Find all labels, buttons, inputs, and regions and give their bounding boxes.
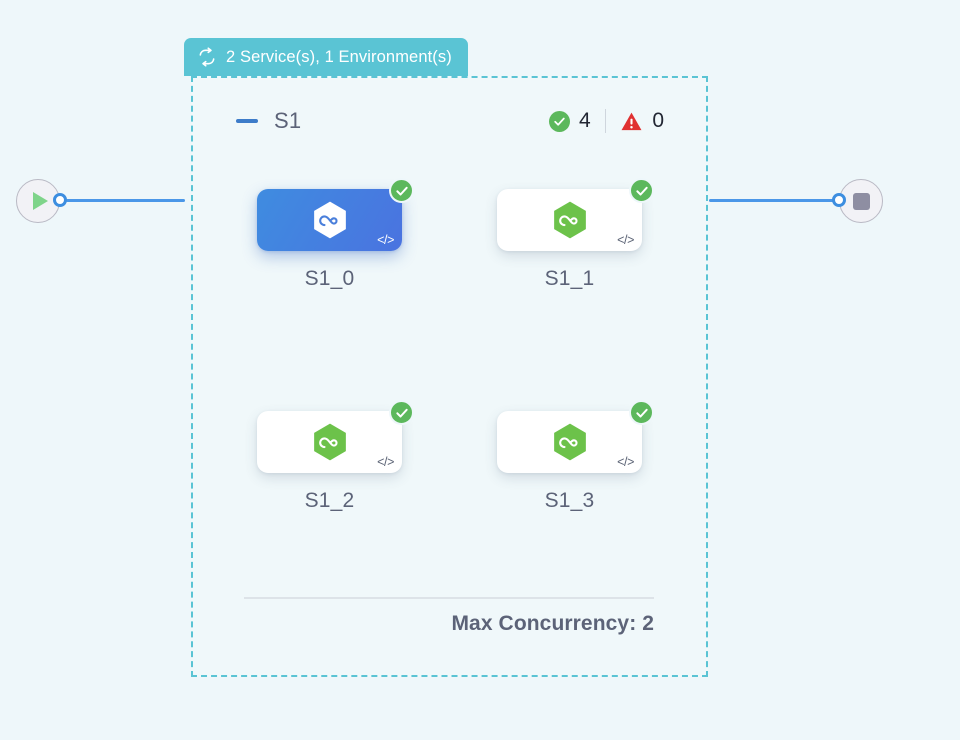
error-count: 0: [652, 109, 664, 132]
nodejs-hexagon-icon: [308, 198, 352, 242]
edge-group-to-end[interactable]: [709, 199, 839, 202]
group-header-badge[interactable]: 2 Service(s), 1 Environment(s): [184, 38, 468, 76]
nodejs-hexagon-icon: [548, 198, 592, 242]
code-icon[interactable]: </>: [377, 455, 394, 469]
service-label: S1_1: [544, 267, 595, 290]
nodejs-hexagon-icon: [548, 420, 592, 464]
service-node-s1-0[interactable]: </> S1_0: [257, 178, 414, 291]
status-success[interactable]: 4: [549, 109, 591, 133]
service-node-s1-3[interactable]: </> S1_3: [497, 400, 654, 513]
group-footer-divider: [244, 597, 654, 599]
minus-icon[interactable]: [236, 119, 258, 123]
start-output-port[interactable]: [53, 193, 67, 207]
code-icon[interactable]: </>: [617, 233, 634, 247]
code-icon[interactable]: </>: [377, 233, 394, 247]
service-label: S1_0: [304, 267, 355, 290]
check-circle-icon: [549, 110, 571, 132]
check-badge-icon: [389, 178, 414, 203]
success-count: 4: [579, 109, 591, 132]
service-label: S1_3: [544, 489, 595, 512]
check-badge-icon: [389, 400, 414, 425]
service-card[interactable]: </>: [497, 178, 654, 251]
service-card[interactable]: </>: [257, 400, 414, 473]
service-group-container[interactable]: [191, 76, 708, 677]
loop-cycle-icon: [197, 47, 217, 67]
status-error[interactable]: 0: [620, 109, 664, 133]
group-toolbar-left: S1: [236, 108, 301, 134]
service-card[interactable]: </>: [497, 400, 654, 473]
end-input-port[interactable]: [832, 193, 846, 207]
check-badge-icon: [629, 178, 654, 203]
stop-icon: [852, 192, 870, 210]
group-toolbar: S1 4 0: [236, 104, 664, 138]
status-divider: [604, 109, 607, 133]
service-label: S1_2: [304, 489, 355, 512]
nodejs-hexagon-icon: [308, 420, 352, 464]
warning-triangle-icon: [620, 110, 643, 133]
code-icon[interactable]: </>: [617, 455, 634, 469]
group-badge-label: 2 Service(s), 1 Environment(s): [226, 47, 452, 66]
service-node-s1-1[interactable]: </> S1_1: [497, 178, 654, 291]
edge-start-to-group[interactable]: [66, 199, 185, 202]
group-title: S1: [274, 108, 302, 133]
service-card[interactable]: </>: [257, 178, 414, 251]
check-badge-icon: [629, 400, 654, 425]
start-node[interactable]: [16, 179, 60, 223]
play-icon: [32, 192, 48, 210]
max-concurrency-label: Max Concurrency: 2: [451, 612, 654, 635]
service-node-s1-2[interactable]: </> S1_2: [257, 400, 414, 513]
group-status-counts: 4 0: [549, 109, 664, 133]
